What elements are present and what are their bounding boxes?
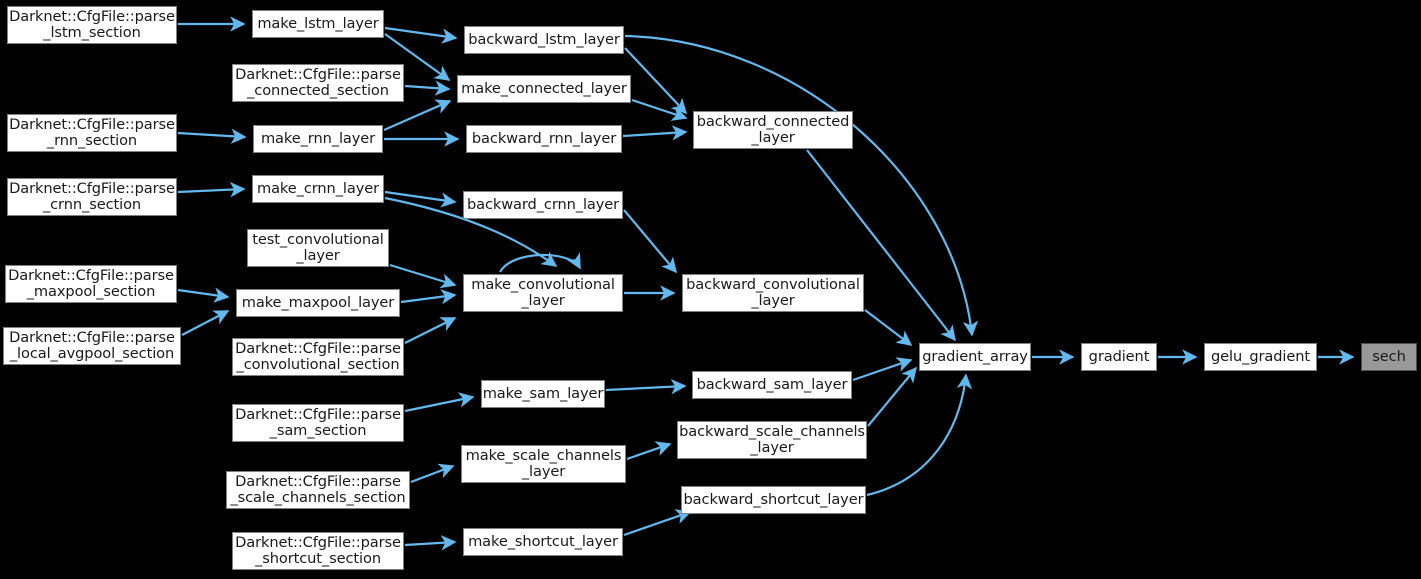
graph-node-parse-local-avgpool-section[interactable]: Darknet::CfgFile::parse _local_avgpool_s… xyxy=(3,327,181,365)
graph-edge xyxy=(384,190,457,208)
graph-node-parse-lstm-section[interactable]: Darknet::CfgFile::parse _lstm_section xyxy=(7,6,177,44)
graph-edge xyxy=(389,263,457,289)
graph-node-gradient-array[interactable]: gradient_array xyxy=(919,343,1031,371)
graph-node-parse-crnn-section[interactable]: Darknet::CfgFile::parse _crnn_section xyxy=(7,178,177,216)
graph-node-make-convolutional-layer[interactable]: make_convolutional _layer xyxy=(463,274,623,312)
graph-edge xyxy=(400,289,457,305)
graph-edge xyxy=(177,181,246,198)
graph-node-backward-crnn-layer[interactable]: backward_crnn_layer xyxy=(463,191,623,219)
graph-node-parse-sam-section[interactable]: Darknet::CfgFile::parse _sam_section xyxy=(232,404,404,442)
graph-node-backward-convolutional-layer[interactable]: backward_convolutional _layer xyxy=(682,274,864,312)
graph-edge xyxy=(605,379,687,395)
graph-node-parse-connected-section[interactable]: Darknet::CfgFile::parse _connected_secti… xyxy=(232,64,404,102)
graph-node-backward-scale-channels-layer[interactable]: backward_scale_channels _layer xyxy=(677,421,867,459)
graph-node-gradient[interactable]: gradient xyxy=(1081,343,1157,371)
graph-node-test-convolutional-layer[interactable]: test_convolutional _layer xyxy=(247,229,389,267)
graph-edge xyxy=(404,392,475,413)
graph-edge xyxy=(852,357,913,382)
graph-node-make-sam-layer[interactable]: make_sam_layer xyxy=(481,380,605,408)
graph-edge xyxy=(866,373,973,497)
graph-node-parse-maxpool-section[interactable]: Darknet::CfgFile::parse _maxpool_section xyxy=(5,265,177,303)
graph-node-backward-lstm-layer[interactable]: backward_lstm_layer xyxy=(464,26,624,54)
graph-edge xyxy=(410,463,455,484)
graph-node-parse-convolutional-section[interactable]: Darknet::CfgFile::parse _convolutional_s… xyxy=(232,338,404,376)
graph-node-make-scale-channels-layer[interactable]: make_scale_channels _layer xyxy=(461,445,626,483)
graph-node-make-maxpool-layer[interactable]: make_maxpool_layer xyxy=(236,289,400,317)
graph-node-backward-shortcut-layer[interactable]: backward_shortcut_layer xyxy=(681,486,866,514)
graph-edge xyxy=(384,26,458,44)
graph-node-parse-scale-channels-section[interactable]: Darknet::CfgFile::parse _scale_channels_… xyxy=(226,471,410,509)
graph-edge xyxy=(623,509,692,537)
graph-edge xyxy=(177,287,230,303)
graph-node-make-lstm-layer[interactable]: make_lstm_layer xyxy=(252,10,384,38)
graph-node-backward-rnn-layer[interactable]: backward_rnn_layer xyxy=(466,125,622,153)
graph-edge xyxy=(404,317,457,344)
graph-node-make-connected-layer[interactable]: make_connected_layer xyxy=(457,75,631,103)
graph-node-make-crnn-layer[interactable]: make_crnn_layer xyxy=(252,175,384,203)
graph-edge xyxy=(404,535,457,551)
graph-node-make-shortcut-layer[interactable]: make_shortcut_layer xyxy=(463,528,623,556)
graph-edge xyxy=(404,80,451,96)
graph-edge xyxy=(622,125,688,141)
graph-edge xyxy=(864,309,913,346)
graph-edge xyxy=(177,128,247,144)
graph-node-parse-shortcut-section[interactable]: Darknet::CfgFile::parse _shortcut_sectio… xyxy=(232,532,404,570)
graph-edge xyxy=(623,209,677,274)
graph-node-backward-sam-layer[interactable]: backward_sam_layer xyxy=(692,371,852,399)
graph-node-make-rnn-layer[interactable]: make_rnn_layer xyxy=(253,125,383,153)
graph-edge xyxy=(624,47,688,115)
graph-node-sech[interactable]: sech xyxy=(1361,343,1417,371)
graph-edge xyxy=(181,310,230,336)
graph-edge xyxy=(499,252,581,273)
graph-edge xyxy=(867,366,917,427)
graph-edge xyxy=(631,98,688,121)
graph-node-gelu-gradient[interactable]: gelu_gradient xyxy=(1204,343,1317,371)
graph-node-parse-rnn-section[interactable]: Darknet::CfgFile::parse _rnn_section xyxy=(7,114,177,152)
graph-node-backward-connected-layer[interactable]: backward_connected _layer xyxy=(693,111,853,149)
graph-edge xyxy=(383,99,452,132)
graph-edge xyxy=(626,441,672,461)
